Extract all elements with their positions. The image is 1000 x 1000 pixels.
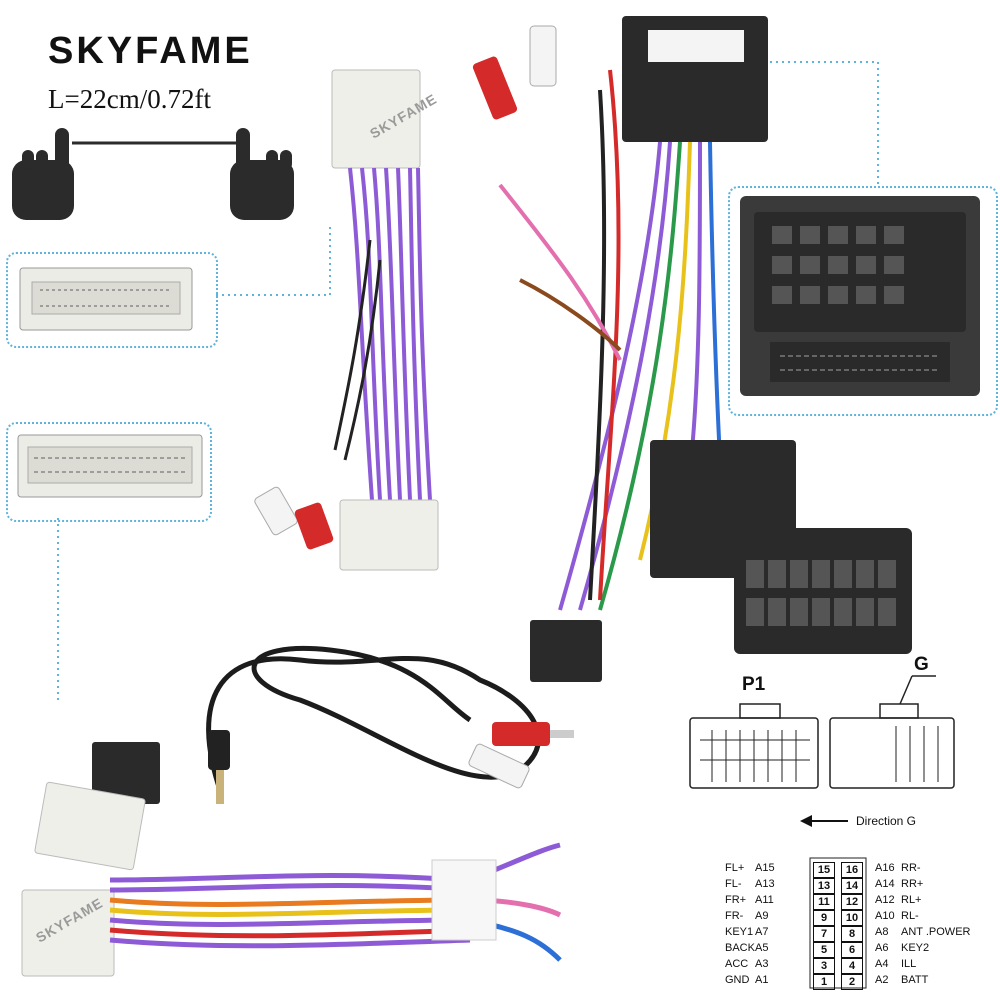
harness-black-multicolor	[472, 16, 796, 682]
callout-frame-right	[728, 186, 998, 416]
black-16pin-connector	[734, 528, 912, 654]
length-label: L=22cm/0.72ft	[48, 84, 211, 114]
audio-aux-cable	[206, 646, 574, 804]
pin-right-signal: KEY2	[901, 942, 930, 954]
pin-right-number: 4	[841, 958, 863, 974]
pinout-row: FL+ A15 A16 RR- 15 16	[725, 862, 995, 879]
callout-leaders	[57, 61, 879, 700]
rca-plug-white-1	[254, 486, 298, 536]
pin-left-code: A5	[755, 942, 769, 954]
hand-left-icon	[12, 128, 74, 220]
callout-frame-mid-left	[6, 422, 212, 522]
pin-left-signal: BACK	[725, 942, 755, 954]
pin-left-number: 15	[813, 862, 835, 878]
pin-left-code: A15	[755, 862, 775, 874]
direction-label: Direction G	[856, 814, 917, 828]
pin-right-number: 8	[841, 926, 863, 942]
pin-right-code: A8	[875, 926, 889, 938]
pin-right-number: 10	[841, 910, 863, 926]
white-connector-closeup-bottom	[17, 434, 203, 498]
pin-right-signal: ANT .POWER	[901, 926, 971, 938]
rca-plug-white-3	[468, 743, 530, 789]
direction-arrow-icon	[800, 815, 848, 827]
pin-left-code: A13	[755, 878, 775, 890]
pin-left-number: 13	[813, 878, 835, 894]
pin-right-code: A14	[875, 878, 895, 890]
p1-connector-diagram	[689, 703, 819, 789]
pin-left-number: 1	[813, 974, 835, 990]
harness-bottom-multicolor	[21, 742, 562, 977]
harness-white-purple	[254, 69, 439, 571]
pin-right-number: 12	[841, 894, 863, 910]
pinout-row: FR- A9 A10 RL- 9 10	[725, 910, 995, 927]
pin-left-signal: FL-	[725, 878, 742, 890]
pin-right-signal: RR-	[901, 862, 921, 874]
rca-plug-red-1	[294, 502, 334, 550]
pin-left-number: 9	[813, 910, 835, 926]
pin-left-code: A9	[755, 910, 769, 922]
pin-right-code: A10	[875, 910, 895, 922]
pin-left-code: A11	[755, 894, 774, 906]
pin-right-number: 2	[841, 974, 863, 990]
pin-right-code: A4	[875, 958, 889, 970]
g-label: G	[914, 654, 929, 675]
pin-left-code: A1	[755, 974, 769, 986]
g-connector-diagram	[829, 675, 955, 789]
rca-plug-red-3	[492, 722, 574, 746]
pin-right-code: A2	[875, 974, 889, 986]
pin-left-number: 3	[813, 958, 835, 974]
pin-left-signal: FR+	[725, 894, 747, 906]
p1-label: P1	[742, 674, 766, 695]
pin-left-signal: ACC	[725, 958, 749, 970]
pin-right-signal: RR+	[901, 878, 924, 890]
pin-left-code: A7	[755, 926, 769, 938]
pin-right-number: 16	[841, 862, 863, 878]
pin-left-signal: KEY1	[725, 926, 754, 938]
pin-left-number: 11	[813, 894, 835, 910]
hand-right-icon	[230, 128, 294, 220]
pin-left-code: A3	[755, 958, 769, 970]
pinout-bracket	[809, 857, 867, 989]
pin-right-signal: BATT	[901, 974, 929, 986]
pinout-row: FR+ A11 A12 RL+ 11 12	[725, 894, 995, 911]
pin-left-signal: FL+	[725, 862, 745, 874]
rca-plug-white-2	[529, 25, 557, 87]
pin-left-number: 7	[813, 926, 835, 942]
brand-title: SKYFAME	[48, 30, 253, 72]
pin-right-code: A12	[875, 894, 895, 906]
pin-right-signal: ILL	[901, 958, 917, 970]
pin-right-signal: RL+	[901, 894, 922, 906]
pin-right-number: 6	[841, 942, 863, 958]
pin-right-code: A16	[875, 862, 895, 874]
callout-frame-top-left	[6, 252, 218, 348]
pinout-row: FL- A13 A14 RR+ 13 14	[725, 878, 995, 895]
black-connector-closeup	[740, 196, 980, 396]
pin-left-signal: FR-	[725, 910, 744, 922]
pin-right-code: A6	[875, 942, 889, 954]
white-connector-closeup-top	[19, 267, 193, 331]
pin-left-signal: GND	[725, 974, 750, 986]
pin-left-number: 5	[813, 942, 835, 958]
pin-right-signal: RL-	[901, 910, 919, 922]
rca-plug-red-2	[472, 56, 518, 120]
pin-right-number: 14	[841, 878, 863, 894]
